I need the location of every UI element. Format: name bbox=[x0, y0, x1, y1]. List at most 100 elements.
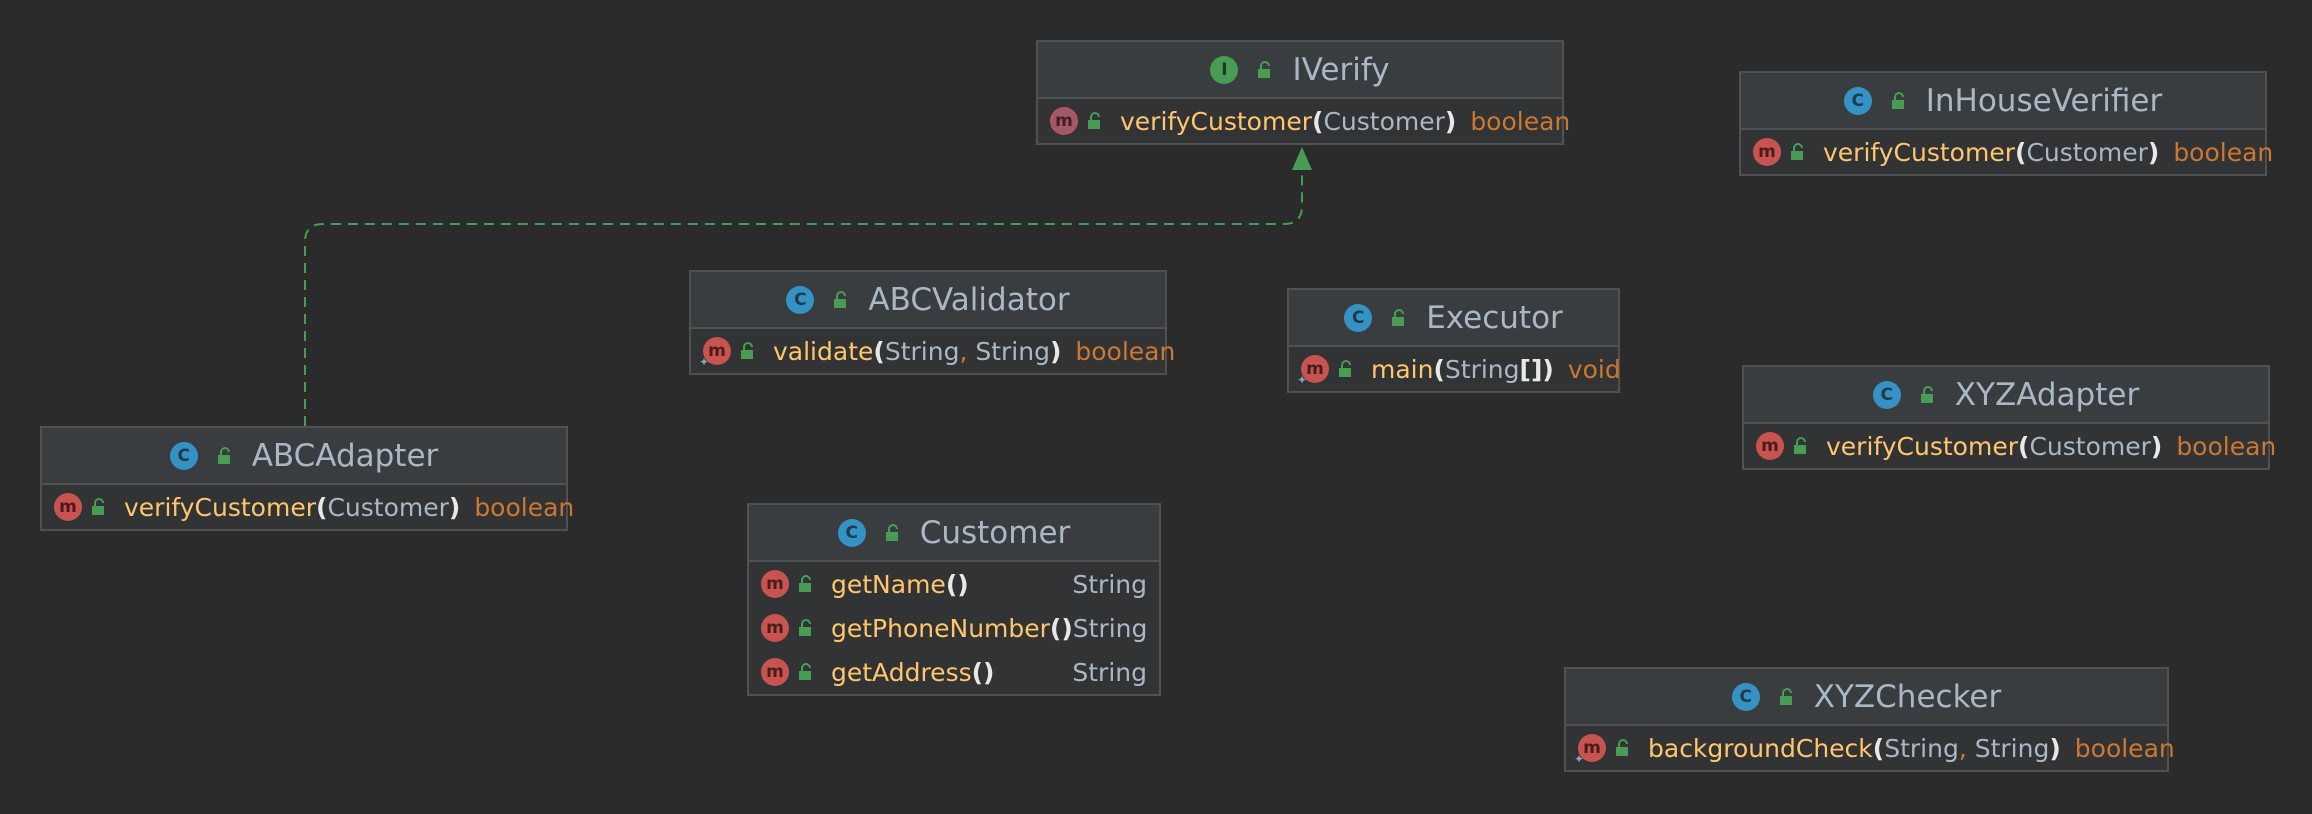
return-type: void bbox=[1567, 354, 1621, 384]
method-row[interactable]: m✦ backgroundCheck(String, String) boole… bbox=[1566, 726, 2175, 770]
class-header: C InHouseVerifier bbox=[1741, 73, 2265, 130]
paren-close: ) bbox=[1444, 106, 1457, 136]
class-name: ABCValidator bbox=[868, 281, 1070, 318]
method-row[interactable]: m verifyCustomer(Customer) boolean bbox=[42, 485, 574, 529]
implements-arrowhead bbox=[1292, 147, 1312, 170]
method-row[interactable]: m verifyCustomer(Customer) boolean bbox=[1744, 424, 2276, 468]
paren-close: ) bbox=[1049, 336, 1062, 366]
return-type: boolean bbox=[474, 492, 575, 522]
public-lock-icon bbox=[737, 340, 759, 362]
static-marker-icon: ✦ bbox=[1574, 752, 1585, 766]
paren-open: ( bbox=[2015, 137, 2027, 167]
paren-open: ( bbox=[873, 336, 885, 366]
public-lock-icon bbox=[1787, 141, 1809, 163]
param-comma: , bbox=[1958, 733, 1967, 763]
public-lock-icon bbox=[1790, 435, 1812, 457]
paren-close: ) bbox=[448, 492, 461, 522]
method-badge-icon: m bbox=[761, 570, 789, 598]
implements-line bbox=[304, 168, 1303, 426]
paren-close: ) bbox=[2147, 137, 2160, 167]
class-badge-icon: C bbox=[786, 285, 815, 314]
method-badge-icon: m bbox=[1050, 107, 1078, 135]
return-type: String bbox=[1072, 657, 1147, 687]
paren-close: ) bbox=[1542, 354, 1554, 384]
method-badge-icon: m bbox=[1756, 432, 1784, 460]
method-badge-letter: m bbox=[1306, 359, 1324, 379]
method-name: validate bbox=[773, 336, 874, 366]
method-name: getAddress bbox=[831, 657, 972, 687]
class-badge-icon: C bbox=[837, 518, 866, 547]
array-brackets: [] bbox=[1519, 354, 1543, 384]
method-badge-icon: m bbox=[761, 658, 789, 686]
class-box-executor[interactable]: C Executor m✦ main(String[]) void bbox=[1287, 288, 1621, 393]
class-header: C Executor bbox=[1289, 290, 1618, 347]
class-header: C XYZChecker bbox=[1566, 669, 2167, 726]
method-name: verifyCustomer bbox=[1826, 431, 2018, 461]
param-type: String bbox=[1444, 354, 1520, 384]
return-type: boolean bbox=[1075, 336, 1176, 366]
method-name: verifyCustomer bbox=[1823, 137, 2015, 167]
paren-open: ( bbox=[1872, 733, 1885, 763]
return-type: boolean bbox=[2176, 431, 2277, 461]
class-badge-icon: C bbox=[1843, 86, 1872, 115]
paren-open: ( bbox=[2018, 431, 2030, 461]
public-lock-icon bbox=[795, 661, 817, 683]
method-row[interactable]: m verifyCustomer(Customer) boolean bbox=[1741, 130, 2273, 174]
interface-badge-icon: I bbox=[1210, 55, 1239, 84]
public-lock-icon bbox=[882, 522, 904, 544]
method-row[interactable]: m✦ main(String[]) void bbox=[1289, 347, 1621, 391]
param-comma: , bbox=[959, 336, 968, 366]
empty-parens: () bbox=[1049, 613, 1073, 643]
public-lock-icon bbox=[1388, 307, 1410, 329]
public-lock-icon bbox=[1335, 358, 1357, 380]
class-box-abcadapter[interactable]: C ABCAdapter m verifyCustomer(Customer) … bbox=[40, 426, 574, 531]
class-box-xyzadapter[interactable]: C XYZAdapter m verifyCustomer(Customer) … bbox=[1742, 365, 2276, 470]
class-box-iverify[interactable]: I IVerify m verifyCustomer(Customer) boo… bbox=[1036, 40, 1570, 145]
paren-open: ( bbox=[1312, 106, 1324, 136]
return-type: boolean bbox=[1470, 106, 1571, 136]
class-name: Customer bbox=[919, 514, 1071, 551]
param-type: Customer bbox=[1323, 106, 1445, 136]
param-type: Customer bbox=[2029, 431, 2151, 461]
class-name: ABCAdapter bbox=[251, 437, 439, 474]
static-marker-icon: ✦ bbox=[699, 355, 710, 369]
class-name: IVerify bbox=[1292, 51, 1390, 88]
class-name: InHouseVerifier bbox=[1925, 82, 2163, 119]
class-box-abcvalidator[interactable]: C ABCValidator m✦ validate(String, Strin… bbox=[689, 270, 1175, 375]
method-row[interactable]: m✦ validate(String, String) boolean bbox=[691, 329, 1175, 373]
class-name: Executor bbox=[1426, 299, 1563, 336]
class-header: I IVerify bbox=[1038, 42, 1562, 99]
param-type: String bbox=[884, 336, 960, 366]
method-badge-letter: m bbox=[1583, 738, 1601, 758]
class-box-xyzchecker[interactable]: C XYZChecker m✦ backgroundCheck(String, … bbox=[1564, 667, 2175, 772]
class-header: C XYZAdapter bbox=[1744, 367, 2268, 424]
method-row[interactable]: m getName() String bbox=[749, 562, 1159, 606]
method-badge-icon: m✦ bbox=[699, 337, 731, 369]
class-box-customer[interactable]: C Customer m getName() String m getPhone… bbox=[747, 503, 1161, 696]
public-lock-icon bbox=[1084, 110, 1106, 132]
method-name: main bbox=[1371, 354, 1434, 384]
param-type: String bbox=[1974, 733, 2050, 763]
public-lock-icon bbox=[1888, 90, 1910, 112]
class-header: C ABCAdapter bbox=[42, 428, 566, 485]
class-name: XYZAdapter bbox=[1954, 376, 2140, 413]
paren-open: ( bbox=[1433, 354, 1445, 384]
param-type: String bbox=[1884, 733, 1959, 763]
return-type: boolean bbox=[2173, 137, 2274, 167]
param-type: String bbox=[975, 336, 1050, 366]
public-lock-icon bbox=[88, 496, 110, 518]
param-type: Customer bbox=[327, 492, 449, 522]
public-lock-icon bbox=[1254, 59, 1276, 81]
public-lock-icon bbox=[795, 617, 817, 639]
method-name: verifyCustomer bbox=[124, 492, 316, 522]
empty-parens: () bbox=[945, 569, 969, 599]
method-row[interactable]: m getPhoneNumber() String bbox=[749, 606, 1159, 650]
method-row[interactable]: m verifyCustomer(Customer) boolean bbox=[1038, 99, 1570, 143]
method-row[interactable]: m getAddress() String bbox=[749, 650, 1159, 694]
class-box-inhouseverifier[interactable]: C InHouseVerifier m verifyCustomer(Custo… bbox=[1739, 71, 2273, 176]
method-badge-icon: m bbox=[1753, 138, 1781, 166]
class-badge-icon: C bbox=[169, 441, 198, 470]
paren-close: ) bbox=[2150, 431, 2163, 461]
return-type: String bbox=[1072, 613, 1148, 643]
paren-close: ) bbox=[2049, 733, 2061, 763]
